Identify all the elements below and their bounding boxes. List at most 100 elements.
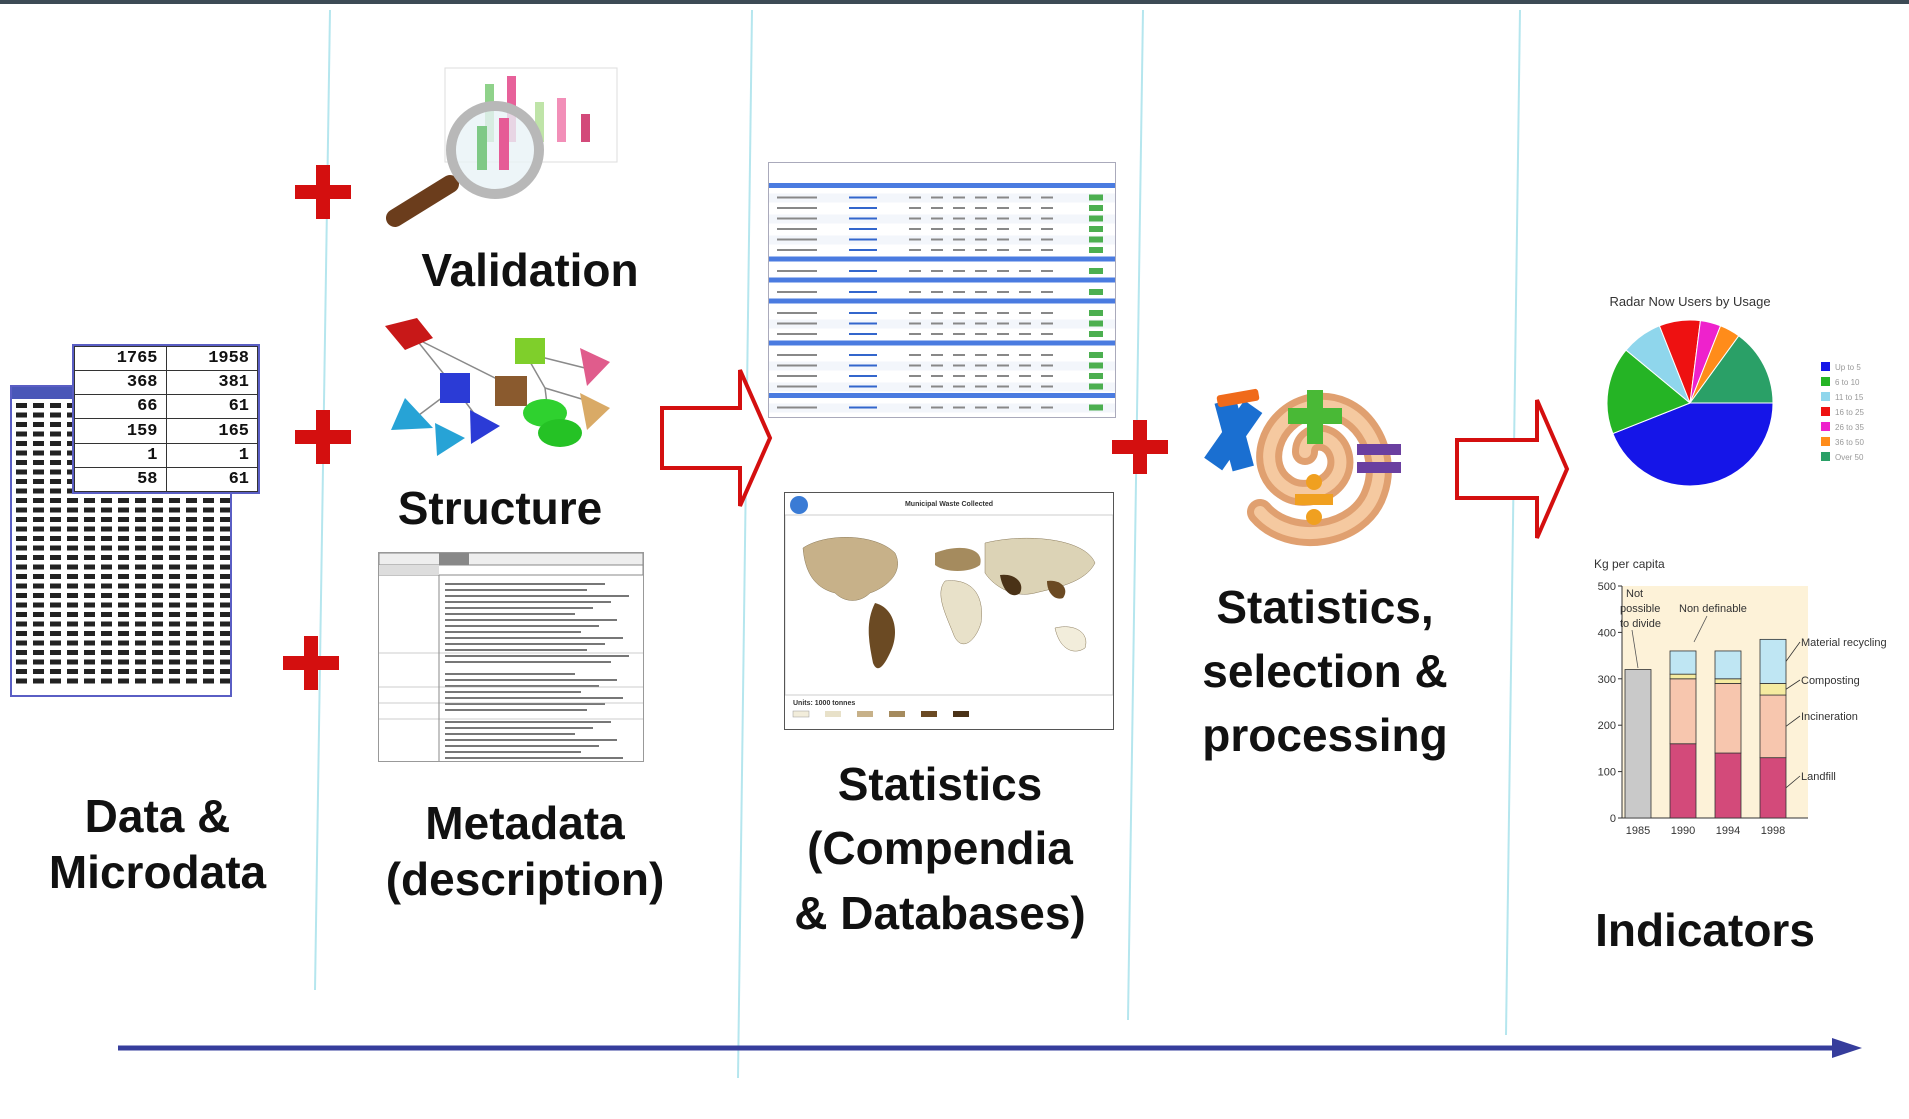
data-table-cell: 165 xyxy=(165,418,258,444)
pie-chart-title: Radar Now Users by Usage xyxy=(1609,294,1770,309)
data-table-cell: 66 xyxy=(74,394,167,420)
data-table-cell: 381 xyxy=(165,370,258,396)
bar-segment xyxy=(1669,743,1697,819)
database-table-rows xyxy=(769,163,1115,413)
bar-legend-label: Landfill xyxy=(1801,771,1836,783)
indicators-label: Indicators xyxy=(1595,904,1815,956)
bar-axes: 0 100 200 300 400 500 xyxy=(1598,581,1808,825)
pie-legend-swatch xyxy=(1821,422,1830,431)
y-tick-label: 400 xyxy=(1598,627,1616,639)
note-possible: possible xyxy=(1620,603,1660,615)
bar-segment xyxy=(1759,683,1787,696)
metadata-label: Metadata (description) xyxy=(385,797,665,906)
world-map-image: Municipal Waste Collected Units: 1000 to… xyxy=(784,492,1114,730)
data-table-cell: 1765 xyxy=(74,345,167,372)
map-units: Units: 1000 tonnes xyxy=(793,700,855,707)
statistics-processing-label: Statistics, selection & processing xyxy=(1202,581,1448,761)
plus-icon-processing xyxy=(1112,420,1168,474)
flow-arrow-1 xyxy=(660,369,773,507)
bar-segment xyxy=(1759,757,1787,819)
statistics-compendia-label: Statistics (Compendia & Databases) xyxy=(794,758,1086,939)
data-table-cell: 368 xyxy=(74,370,167,396)
y-tick-label: 200 xyxy=(1598,720,1616,732)
math-operators-icon xyxy=(1204,388,1401,546)
bar-segment xyxy=(1624,669,1652,819)
metadata-document-lines xyxy=(379,553,643,761)
bar-segment xyxy=(1759,694,1787,759)
flow-arrow-2 xyxy=(1455,399,1570,539)
pie-legend-swatch xyxy=(1821,392,1830,401)
bar-segment xyxy=(1714,678,1742,684)
bar-legend-label: Material recycling xyxy=(1801,637,1887,649)
structure-label: Structure xyxy=(397,482,603,534)
y-tick-label: 100 xyxy=(1598,767,1616,779)
plus-icon-validation xyxy=(295,165,351,219)
pie-legend-label: Over 50 xyxy=(1835,453,1864,462)
bar-segment xyxy=(1759,638,1787,684)
map-title: Municipal Waste Collected xyxy=(905,501,993,508)
pie-slice xyxy=(1606,349,1691,435)
data-table-cell: 1958 xyxy=(165,345,258,372)
pie-legend-label: 26 to 35 xyxy=(1835,423,1864,432)
data-table-cell: 58 xyxy=(74,466,167,493)
data-table-cell: 61 xyxy=(165,394,258,420)
pie-legend-swatch xyxy=(1821,377,1830,386)
pie-legend-swatch xyxy=(1821,452,1830,461)
y-tick-label: 0 xyxy=(1610,813,1616,825)
metadata-document-image xyxy=(378,552,644,762)
pie-legend-label: 36 to 50 xyxy=(1835,438,1864,447)
validation-label: Validation xyxy=(421,244,639,296)
pie-slice xyxy=(1689,335,1774,404)
bar-segment xyxy=(1714,683,1742,754)
pie-legend-label: 6 to 10 xyxy=(1835,378,1860,387)
pie-chart: Radar Now Users by Usage Up to 5 6 to 10 1… xyxy=(1606,294,1864,487)
y-tick-label: 300 xyxy=(1598,674,1616,686)
world-map: Municipal Waste Collected Units: 1000 to… xyxy=(785,496,1113,718)
pie-legend-label: 16 to 25 xyxy=(1835,408,1864,417)
data-microdata-label: Data & Microdata xyxy=(48,790,267,899)
plus-icon-structure xyxy=(295,410,351,464)
data-table-cell: 1 xyxy=(74,442,167,468)
data-table-cell: 1 xyxy=(165,442,258,468)
bar-legend: Material recyclingCompostingIncineration… xyxy=(1785,637,1887,789)
bar-chart-ylabel: Kg per capita xyxy=(1594,557,1665,571)
x-tick-label: 1990 xyxy=(1671,825,1695,837)
divider-2 xyxy=(737,9,753,1079)
top-border xyxy=(0,0,1909,4)
note-to-divide: to divide xyxy=(1620,618,1661,630)
structure-shapes-icon xyxy=(385,318,610,456)
divider-3 xyxy=(1127,9,1144,1021)
pie-legend-swatch xyxy=(1821,407,1830,416)
y-tick-label: 500 xyxy=(1598,581,1616,593)
plus-icon-metadata xyxy=(283,636,339,690)
pie-legend-label: Up to 5 xyxy=(1835,363,1861,372)
note-not: Not xyxy=(1626,588,1643,600)
data-table-cell: 159 xyxy=(74,418,167,444)
bar-legend-label: Incineration xyxy=(1801,711,1858,723)
x-tick-label: 1994 xyxy=(1716,825,1740,837)
bar-segment xyxy=(1669,650,1697,675)
timeline-arrow xyxy=(118,1038,1862,1058)
pie-legend-swatch xyxy=(1821,362,1830,371)
database-table-image xyxy=(768,162,1116,418)
x-tick-label: 1998 xyxy=(1761,825,1785,837)
note-non-definable: Non definable xyxy=(1679,603,1747,615)
bar-legend-label: Composting xyxy=(1801,675,1860,687)
bar-segment xyxy=(1714,752,1742,819)
bar-segment xyxy=(1714,650,1742,680)
pie-slice xyxy=(1612,402,1774,487)
divider-4 xyxy=(1505,9,1521,1036)
bar-segment xyxy=(1669,678,1697,745)
magnifier-chart-icon xyxy=(386,67,618,227)
pie-legend-swatch xyxy=(1821,437,1830,446)
bar-segment xyxy=(1669,673,1697,680)
